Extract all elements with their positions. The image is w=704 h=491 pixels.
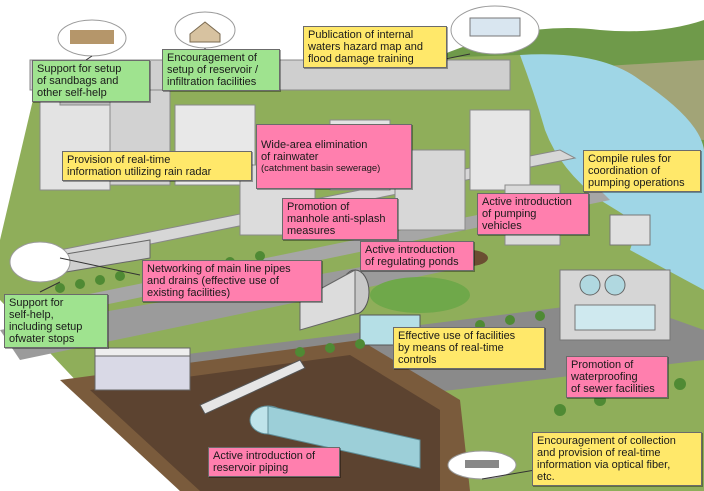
label-regulating-ponds: Active introduction of regulating ponds <box>360 241 474 271</box>
label-sandbag-support: Support for setup of sandbags and other … <box>32 60 150 102</box>
label-pumping-rules: Compile rules for coordination of pumpin… <box>583 150 701 192</box>
label-wide-area-elimination: Wide-area elimination of rainwater (catc… <box>256 124 412 189</box>
label-rain-radar: Provision of real-time information utili… <box>62 151 252 181</box>
park <box>370 277 470 313</box>
train <box>199 359 306 415</box>
label-realtime-controls: Effective use of facilities by means of … <box>393 327 545 369</box>
tank-1 <box>579 274 601 296</box>
optical-fiber-vignette-scene <box>465 460 499 468</box>
house-vignette-scene <box>189 21 221 43</box>
plant-pool <box>574 304 656 331</box>
label-self-help-water-stops: Support for self-help, including setup o… <box>4 294 108 348</box>
label-hazard-map: Publication of internal waters hazard ma… <box>303 26 447 68</box>
label-waterproofing: Promotion of waterproofing of sewer faci… <box>566 356 668 398</box>
label-pumping-vehicles: Active introduction of pumping vehicles <box>477 193 589 235</box>
station-building <box>94 354 191 391</box>
pump-station <box>609 214 651 246</box>
label-optical-fiber: Encouragement of collection and provisio… <box>532 432 702 486</box>
training-vignette-screen <box>469 17 521 37</box>
label-reservoir-setup: Encouragement of setup of reservoir / in… <box>162 49 280 91</box>
large-tunnel <box>299 269 356 331</box>
label-manhole-measures: Promotion of manhole anti-splash measure… <box>282 198 398 240</box>
wide-area-main-text: Wide-area elimination of rainwater <box>261 139 368 163</box>
wide-area-sub-text: (catchment basin sewerage) <box>261 163 381 174</box>
reservoir-pipe <box>267 405 421 469</box>
station-roof <box>94 347 191 357</box>
self-help-vignette <box>9 241 71 283</box>
label-networking-pipes: Networking of main line pipes and drains… <box>142 260 322 302</box>
label-reservoir-piping: Active introduction of reservoir piping <box>208 447 340 477</box>
sandbag-vignette-scene <box>70 30 114 44</box>
tank-2 <box>604 274 626 296</box>
